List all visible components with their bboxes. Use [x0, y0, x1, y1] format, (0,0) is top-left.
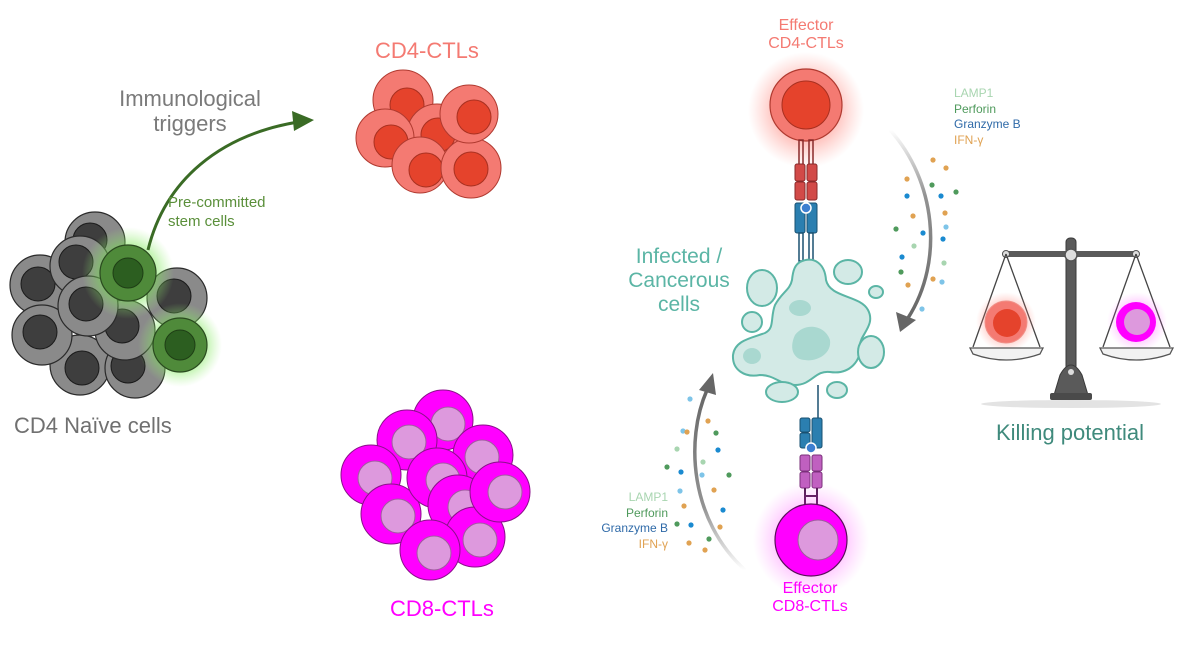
- granule-dot: [726, 472, 732, 478]
- granule-dot: [929, 182, 935, 188]
- granule-dot: [943, 224, 949, 230]
- legend-lamp1: LAMP1: [628, 490, 668, 504]
- granule-dot: [687, 396, 693, 402]
- effector-cd8-ctls-label: Effector CD8-CTLs: [772, 580, 848, 616]
- granule-dot: [717, 524, 723, 530]
- granule-dot: [911, 243, 917, 249]
- infected-cancerous-cell: [731, 258, 885, 403]
- legend-perforin: Perforin: [625, 505, 668, 520]
- cytotoxic-legend-top: LAMP1 Perforin Granzyme B IFN-γ: [954, 86, 1021, 148]
- granule-dot: [706, 536, 712, 542]
- arrow-head: [699, 373, 716, 395]
- granule-dot: [943, 165, 949, 171]
- balance-scale-icon: [968, 237, 1175, 408]
- legend-perforin: Perforin: [954, 101, 997, 116]
- pre-committed-stem-cell: [99, 244, 157, 302]
- effector-cd8-ctl-cell: [774, 503, 848, 577]
- cd4-naive-cells-label: CD4 Naïve cells: [14, 413, 172, 438]
- granule-dot: [677, 488, 683, 494]
- granule-dot: [940, 236, 946, 242]
- arrow-head: [292, 111, 314, 131]
- granule-dot: [715, 447, 721, 453]
- legend-ifn-gamma: IFN-γ: [638, 536, 668, 551]
- cd8-ctl-cell: [399, 519, 461, 581]
- granule-dot: [702, 547, 708, 553]
- granule-dot: [674, 521, 680, 527]
- granule-dot: [684, 429, 690, 435]
- granule-dot: [919, 306, 925, 312]
- granule-dot: [711, 487, 717, 493]
- cd4-naive-cell-cluster: [9, 211, 222, 399]
- granule-dot: [686, 540, 692, 546]
- granule-dot: [904, 193, 910, 199]
- granule-dot: [699, 472, 705, 478]
- granule-dot: [680, 428, 686, 434]
- effector-cd4-ctl-cell: [769, 68, 843, 142]
- infected-cancerous-cells-label: Infected / Cancerous cells: [628, 245, 730, 317]
- cd4-ctl-cell: [439, 84, 499, 144]
- granule-dot: [664, 464, 670, 470]
- pre-committed-stem-cell: [152, 317, 208, 373]
- granule-dot: [674, 446, 680, 452]
- legend-granzyme-b: Granzyme B: [954, 117, 1021, 132]
- granule-dot: [941, 260, 947, 266]
- granule-dot: [898, 269, 904, 275]
- cd8-ctl-cell: [469, 461, 531, 523]
- granule-dot: [893, 226, 899, 232]
- granule-dot: [942, 210, 948, 216]
- granule-dot: [688, 522, 694, 528]
- granule-dot: [910, 213, 916, 219]
- granule-dot: [938, 193, 944, 199]
- granule-dot: [678, 469, 684, 475]
- granules-top: [893, 157, 959, 312]
- effector-cd4-ctls-label: Effector CD4-CTLs: [768, 17, 844, 53]
- granule-dot: [681, 503, 687, 509]
- secretion-arrow-cd4: [888, 128, 933, 319]
- tcr-mhc-complex-top: [794, 139, 818, 262]
- naive-cell: [11, 304, 73, 366]
- granule-dot: [713, 430, 719, 436]
- cd4-ctl-cell: [391, 136, 449, 194]
- cytotoxic-legend-bottom: LAMP1 Perforin Granzyme B IFN-γ: [560, 490, 668, 552]
- granule-dot: [920, 230, 926, 236]
- arrow-head: [896, 312, 916, 332]
- pre-committed-stem-cells-label: Pre-committed stem cells: [168, 194, 266, 230]
- cd4-ctl-cluster: [355, 69, 502, 199]
- granule-dot: [953, 189, 959, 195]
- cd4-ctls-label: CD4-CTLs: [375, 38, 479, 63]
- cd8-ctls-label: CD8-CTLs: [390, 596, 494, 621]
- secretion-arrow-cd8: [693, 389, 747, 572]
- differentiation-arrow: [146, 120, 299, 251]
- granule-dot: [930, 157, 936, 163]
- granule-dot: [700, 459, 706, 465]
- granule-dot: [899, 254, 905, 260]
- granule-dot: [904, 176, 910, 182]
- granule-dot: [705, 418, 711, 424]
- granule-dot: [930, 276, 936, 282]
- granule-dot: [905, 282, 911, 288]
- legend-lamp1: LAMP1: [954, 86, 994, 100]
- granule-dot: [720, 507, 726, 513]
- cd4-ctl-cell: [440, 137, 502, 199]
- killing-potential-label: Killing potential: [996, 420, 1144, 445]
- cd8-ctl-cell: [360, 483, 422, 545]
- granule-dot: [939, 279, 945, 285]
- legend-ifn-gamma: IFN-γ: [954, 132, 984, 147]
- legend-granzyme-b: Granzyme B: [601, 521, 668, 536]
- immunological-triggers-label: Immunological triggers: [119, 86, 261, 137]
- granules-bottom: [664, 396, 732, 553]
- cd8-ctl-cluster: [340, 389, 531, 581]
